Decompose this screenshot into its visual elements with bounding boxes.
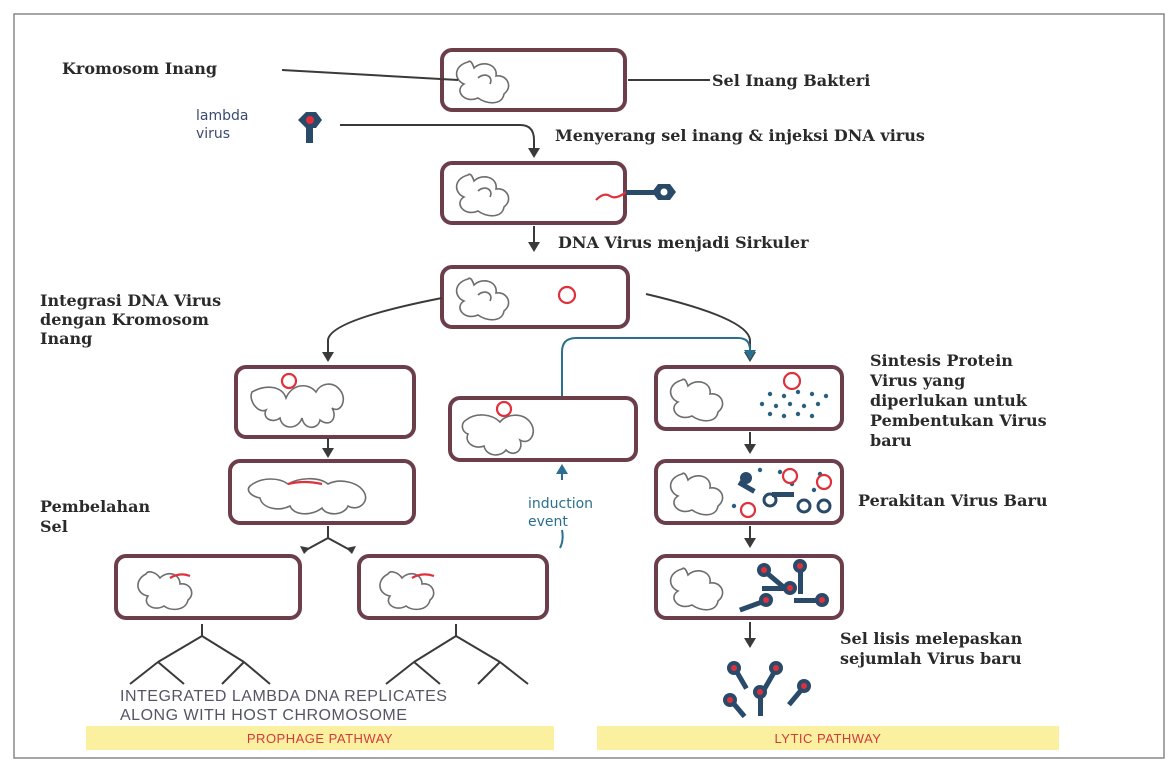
induced-cell: [448, 396, 638, 462]
lambda-virus-icon: [298, 112, 322, 143]
induction-up-head: [556, 464, 568, 474]
lysis-label-1: Sel lisis melepaskan: [840, 629, 1023, 648]
division-label-2: Sel: [40, 517, 68, 536]
prophage-integration-site: [280, 372, 298, 390]
assembly-cell: [654, 459, 844, 525]
host-cell-label: Sel Inang Bakteri: [712, 71, 870, 90]
released-phage-icons: [723, 661, 811, 719]
replication-tree-left: [129, 624, 271, 685]
assembly-label: Perakitan Virus Baru: [858, 491, 1048, 510]
protein-label-3: diperlukan untuk: [870, 391, 1028, 410]
assembly-viral-dna-1: [781, 467, 799, 485]
lytic-down-head-3: [744, 638, 756, 648]
integration-label-3: Inang: [40, 329, 92, 348]
prophage-integrated-dna: [287, 480, 323, 486]
replication-tree-right: [385, 624, 529, 685]
prophage-cell: [228, 459, 416, 525]
host-chromosome-shape: [455, 60, 510, 104]
daughter-cell-right: [357, 554, 549, 620]
infect-arrow-horizontal: [340, 124, 535, 152]
viral-protein-dots: [759, 389, 829, 419]
assembly-viral-dna-3: [739, 501, 757, 519]
assembling-phage-parts: [731, 467, 832, 514]
replicates-label-1: INTEGRATED LAMBDA DNA REPLICATES: [120, 688, 447, 705]
integration-label-2: dengan Kromosom: [40, 310, 209, 329]
assembly-viral-dna-2: [815, 473, 833, 491]
prophage-pathway-label: PROPHAGE PATHWAY: [247, 731, 393, 746]
protein-label-2: Virus yang: [869, 371, 965, 390]
division-fork-head-left: [300, 546, 310, 554]
lytic-down-head-2: [744, 538, 756, 548]
daughter-left-viral-dna: [169, 573, 191, 579]
host-chromosome-label: Kromosom Inang: [62, 59, 217, 78]
injected-viral-dna: [595, 191, 627, 201]
lysis-label-2: sejumlah Virus baru: [840, 649, 1022, 668]
integration-label-1: Integrasi DNA Virus: [40, 291, 221, 310]
attached-phage-icon: [626, 184, 676, 200]
host-cell: [440, 48, 627, 112]
division-fork: [305, 526, 351, 551]
induction-return-head: [744, 350, 756, 360]
induction-label-1: induction: [528, 496, 593, 512]
division-label-1: Pembelahan: [40, 497, 151, 516]
prophage-branch-arrow: [327, 297, 443, 356]
lytic-pathway-band: LYTIC PATHWAY: [597, 726, 1059, 750]
protein-label-1: Sintesis Protein: [870, 351, 1013, 370]
mature-phage-icons: [739, 559, 829, 613]
daughter-cell-left: [114, 554, 302, 620]
protein-label-5: baru: [870, 431, 912, 450]
infect-label: Menyerang sel inang & injeksi DNA virus: [555, 126, 925, 145]
lytic-branch-arrow: [645, 293, 751, 356]
protein-synthesis-cell: [654, 365, 844, 431]
induced-viral-dna: [495, 400, 513, 418]
infected-cell: [440, 161, 627, 225]
replicates-label-2: ALONG WITH HOST CHROMOSOME: [120, 707, 407, 724]
induction-label-2: event: [528, 514, 568, 530]
circular-arrow-head: [528, 242, 540, 252]
circular-viral-dna: [557, 285, 577, 305]
host-chromosome-pointer: [281, 69, 459, 81]
protein-label-4: Pembentukan Virus: [870, 411, 1047, 430]
lambda-virus-label-2: virus: [196, 126, 230, 142]
infect-arrow-head: [528, 148, 540, 158]
circular-dna-cell: [440, 265, 630, 329]
lytic-down-head-1: [744, 444, 756, 454]
prophage-branch-head: [322, 352, 334, 362]
circular-label: DNA Virus menjadi Sirkuler: [558, 233, 809, 252]
lambda-virus-label-1: lambda: [196, 108, 248, 124]
integrated-cell: [234, 365, 416, 439]
daughter-right-viral-dna: [411, 573, 435, 579]
lytic-pathway-label: LYTIC PATHWAY: [775, 731, 882, 746]
division-fork-head-right: [346, 546, 356, 554]
diagram-frame: [13, 13, 1165, 759]
prophage-down-head-1: [322, 448, 334, 458]
prophage-pathway-band: PROPHAGE PATHWAY: [86, 726, 554, 750]
lytic-viral-dna: [782, 371, 802, 391]
mature-virus-cell: [654, 554, 844, 620]
induction-return-arrow: [561, 337, 751, 396]
